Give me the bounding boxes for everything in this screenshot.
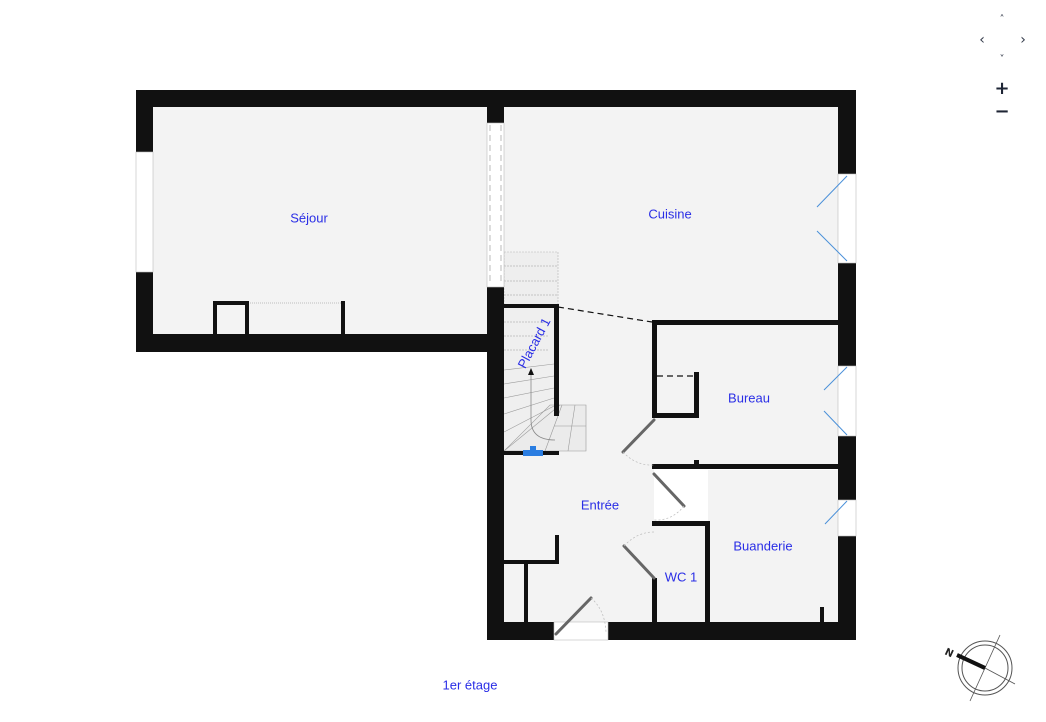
svg-text:N: N: [943, 647, 955, 661]
room-label-wc: WC 1: [664, 569, 698, 585]
compass-icon: N: [943, 634, 1016, 702]
walls: [136, 90, 856, 640]
room-label-buanderie: Buanderie: [733, 538, 793, 554]
pan-right-button[interactable]: ›: [1020, 32, 1026, 48]
floor-cuisine: [504, 107, 838, 321]
staircase: [503, 251, 587, 453]
windows: [135, 122, 857, 641]
room-label-bureau: Bureau: [728, 390, 770, 406]
floor-sejour: [153, 107, 488, 334]
pan-down-button[interactable]: ˅: [999, 54, 1005, 65]
floor-bureau: [653, 325, 838, 466]
floor-wc: [654, 525, 708, 623]
zoom-out-button[interactable]: −: [994, 101, 1010, 122]
radiator-icon: [523, 450, 543, 456]
room-label-cuisine: Cuisine: [648, 206, 692, 222]
window-sashes: [816, 175, 848, 525]
doors: [554, 418, 686, 636]
room-floors: [153, 107, 838, 623]
zoom-in-button[interactable]: +: [994, 78, 1010, 99]
room-label-sejour: Séjour: [290, 210, 328, 226]
room-label-entree: Entrée: [580, 497, 620, 513]
pan-up-button[interactable]: ˄: [999, 14, 1005, 25]
floor-buanderie: [708, 470, 838, 623]
door-swings: [590, 451, 685, 633]
pan-left-button[interactable]: ‹: [979, 32, 985, 48]
floor-label: 1er étage: [442, 677, 498, 693]
